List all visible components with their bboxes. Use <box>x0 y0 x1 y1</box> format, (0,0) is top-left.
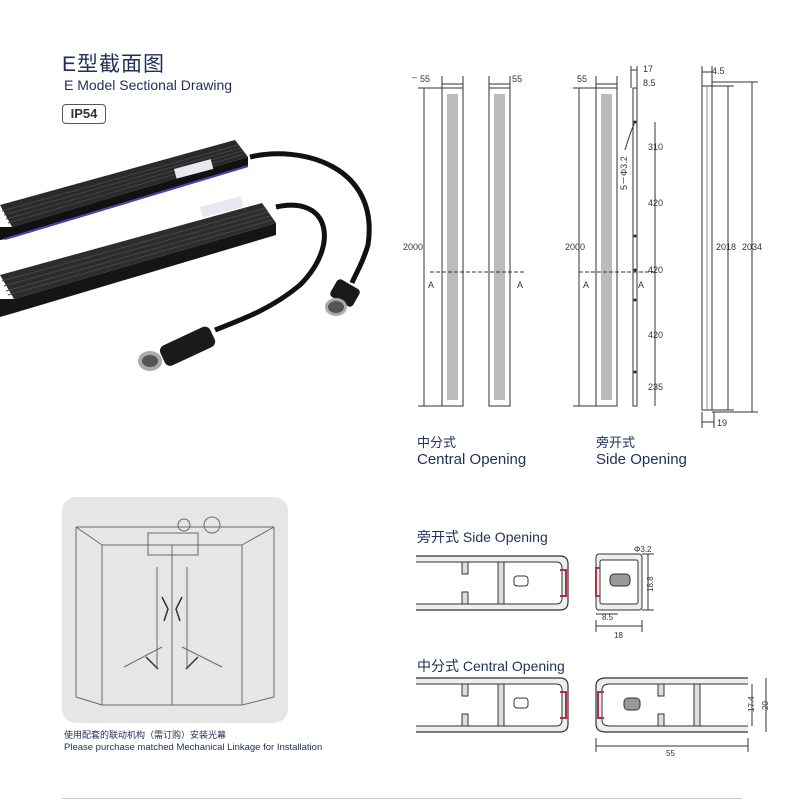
central-inner-height-dim: 17.4 <box>747 696 756 712</box>
profile-drawing: 4.5 2018 2034 19 <box>701 66 762 428</box>
product-photo <box>0 140 372 371</box>
side-caption-cn: 旁开式 <box>596 435 636 450</box>
central-outer-height-dim: 20 <box>761 701 770 710</box>
side-opening-drawing: 55 17 8.5 2000 5－Φ3.2 310 420 420 420 23… <box>565 64 663 407</box>
side-spacing-5: 235 <box>648 382 663 392</box>
side-section-mark-left: A <box>583 280 589 290</box>
profile-bottom-width-label: 19 <box>717 418 727 428</box>
install-note-en: Please purchase matched Mechanical Linka… <box>64 742 323 753</box>
central-width-right-label: 55 <box>512 74 522 84</box>
light-curtain-bar-lower <box>0 203 276 299</box>
side-spacing-1: 310 <box>648 142 663 152</box>
side-section-mark-right: A <box>638 280 644 290</box>
central-width-dim: 55 <box>666 749 675 758</box>
side-section-title: 旁开式 Side Opening <box>417 529 548 545</box>
side-bracket <box>632 87 638 407</box>
central-caption-cn: 中分式 <box>417 435 457 450</box>
central-section-drawing: 17.4 20 55 <box>416 677 770 758</box>
side-hole-spec-label: 5－Φ3.2 <box>619 156 629 190</box>
central-section-mark-right: A <box>517 280 523 290</box>
central-section-mark-left: A <box>428 280 434 290</box>
cable-upper <box>249 151 372 284</box>
central-width-left-label: 55 <box>420 74 430 84</box>
central-caption-en: Central Opening <box>417 451 527 468</box>
svg-text:–: – <box>412 72 417 82</box>
side-height-dim: 18.8 <box>646 576 655 592</box>
side-section-drawing: Φ3.2 18.8 8.5 18 <box>416 545 655 640</box>
installation-illustration <box>62 497 288 723</box>
page-title-cn: E型截面图 <box>62 53 166 76</box>
side-width-label: 55 <box>577 74 587 84</box>
side-caption-en: Side Opening <box>596 451 687 468</box>
side-height-label: 2000 <box>565 242 585 252</box>
connector-plug-upper <box>325 279 360 316</box>
install-note-cn: 使用配套的联动机构（需订购）安装光幕 <box>64 730 227 740</box>
side-hole-label: Φ3.2 <box>634 545 652 554</box>
cable-lower <box>214 202 327 333</box>
side-flange-label: 17 <box>643 64 653 74</box>
central-height-label: 2000 <box>403 242 423 252</box>
page-title-en: E Model Sectional Drawing <box>64 77 233 93</box>
connector-plug-lower <box>138 326 216 371</box>
central-section-title: 中分式 Central Opening <box>417 658 565 674</box>
side-width-dim: 18 <box>614 631 623 640</box>
side-inner-dim: 8.5 <box>602 613 614 622</box>
side-spacing-3: 420 <box>648 265 663 275</box>
profile-inner-height-label: 2018 <box>716 242 736 252</box>
side-spacing-4: 420 <box>648 330 663 340</box>
ip-rating-badge: IP54 <box>62 104 106 124</box>
side-flange2-label: 8.5 <box>643 78 656 88</box>
side-spacing-2: 420 <box>648 198 663 208</box>
profile-top-width-label: 4.5 <box>712 66 725 76</box>
bottom-divider <box>62 798 742 799</box>
profile-outer-height-label: 2034 <box>742 242 762 252</box>
central-opening-drawing: – 55 55 2000 A A <box>403 72 524 407</box>
light-curtain-bar-upper <box>0 140 248 227</box>
